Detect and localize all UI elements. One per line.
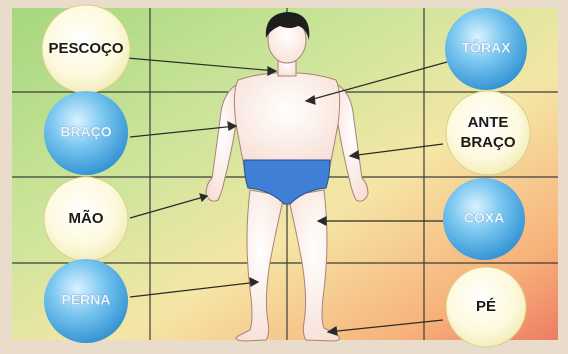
bubble-pescoco: PESCOÇO [42,5,130,93]
label-pe: PÉ [476,298,496,315]
label-torax: TÓRAX [462,39,512,56]
label-pescoco: PESCOÇO [48,40,123,57]
bubble-perna: PERNA [44,259,128,343]
label-coxa: COXA [464,210,504,226]
torso [234,73,339,166]
label-ante-braco-line2: BRAÇO [461,134,516,151]
label-braco: BRAÇO [60,124,111,140]
bubble-braco: BRAÇO [44,91,128,175]
bubble-coxa: COXA [443,178,525,260]
label-perna: PERNA [61,292,110,308]
bubble-mao: MÃO [44,177,128,261]
label-ante-braco-line1: ANTE [468,114,509,131]
bubble-torax: TÓRAX [445,8,527,90]
label-mao: MÃO [69,209,104,227]
bubble-ante-braco: ANTE BRAÇO [446,91,530,175]
bubble-pe: PÉ [446,267,526,347]
